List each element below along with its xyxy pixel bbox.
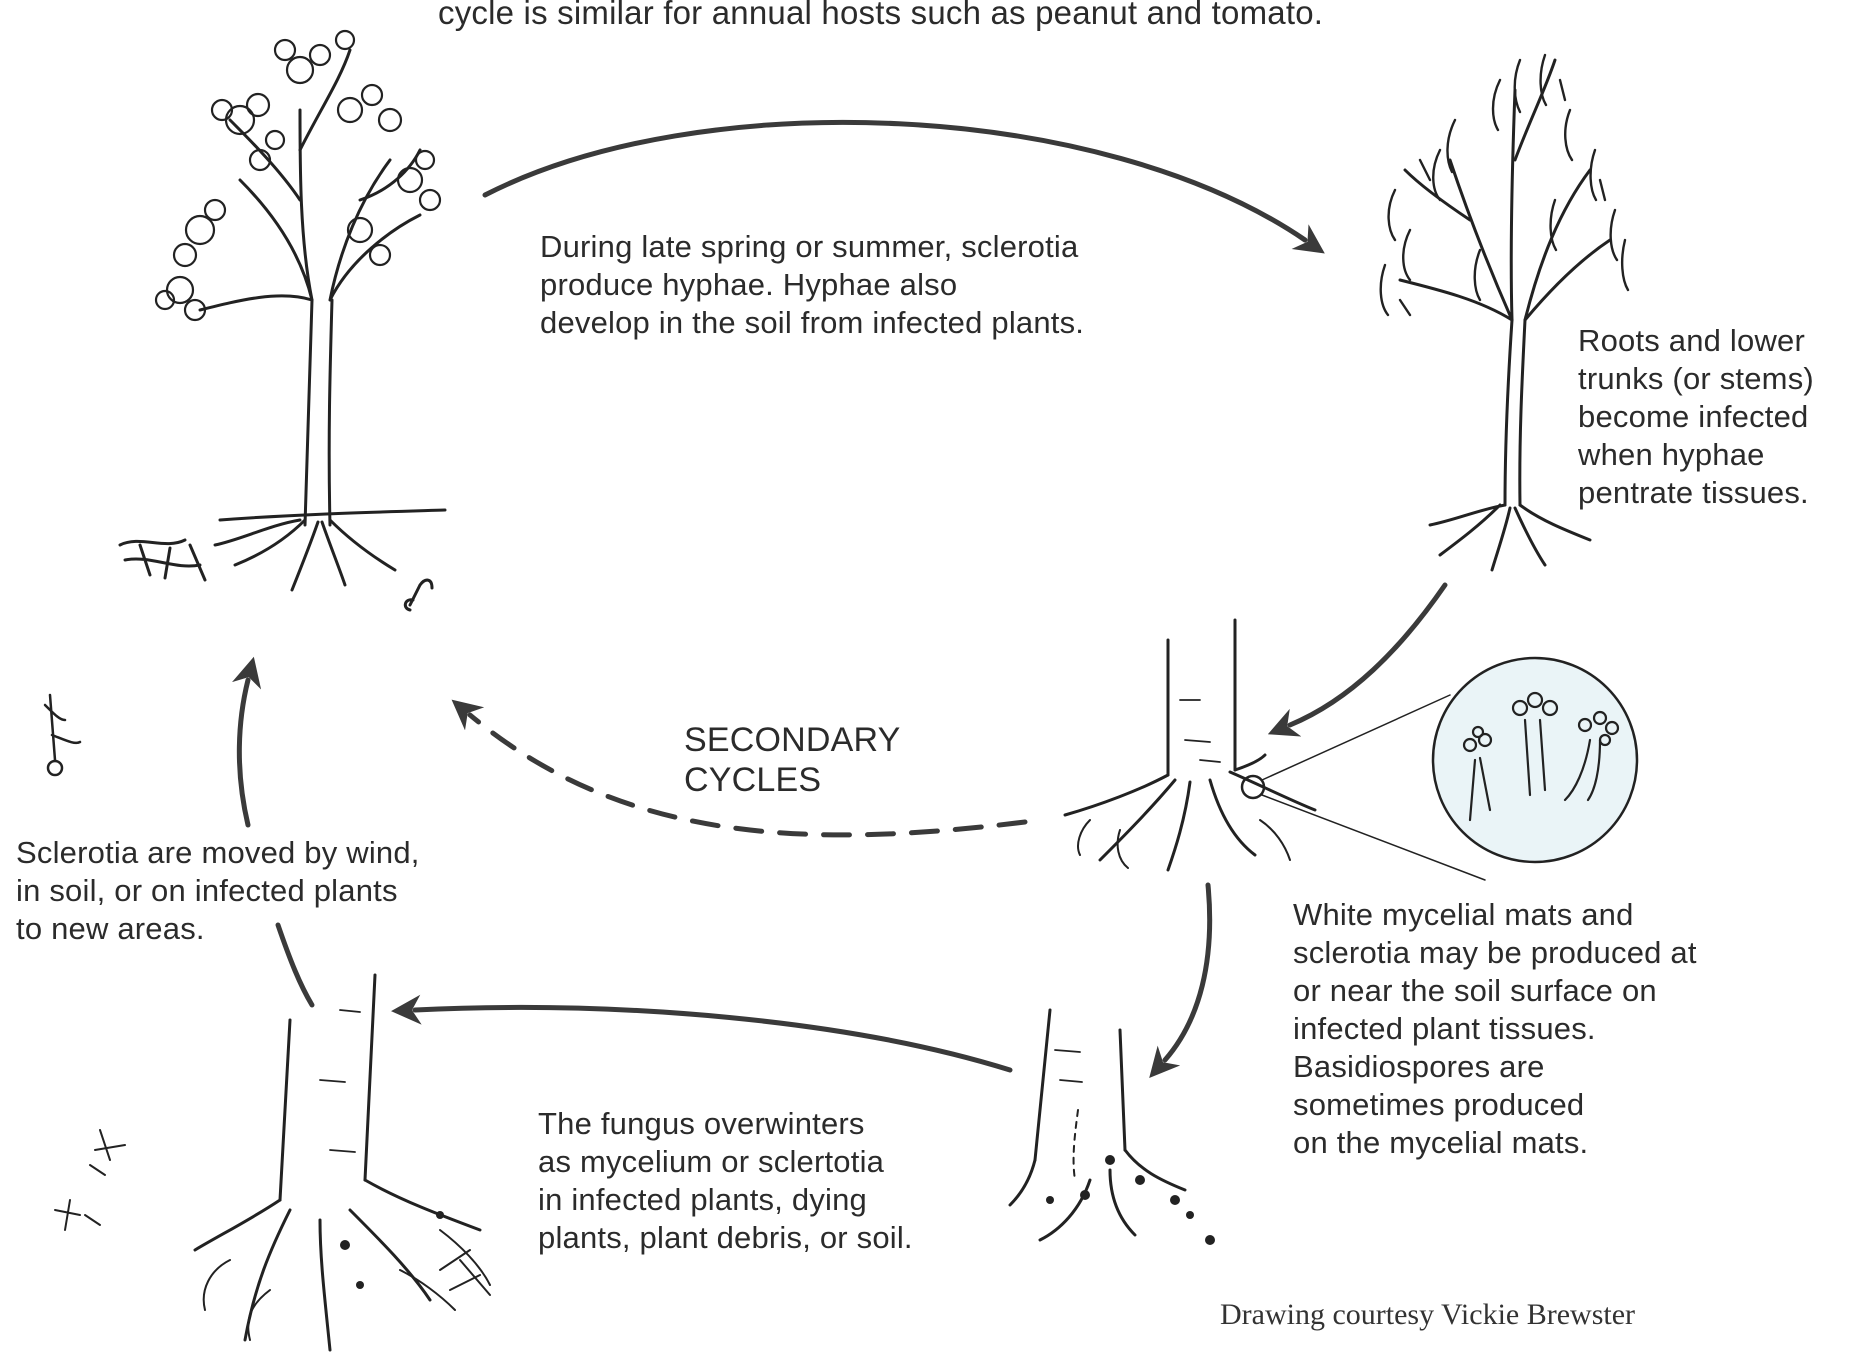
arrow-to-overwinter [415,1008,1010,1071]
stage-line: White mycelial mats and [1293,896,1697,934]
stage-infection-text: Roots and lower trunks (or stems) become… [1578,322,1814,512]
stage-line: pentrate tissues. [1578,474,1814,512]
stage-line: plants, plant debris, or soil. [538,1219,913,1257]
stage-line: During late spring or summer, sclerotia [540,228,1084,266]
stage-line: when hyphae [1578,436,1814,474]
stage-line: become infected [1578,398,1814,436]
sclerotium-sprout-illustration [45,695,80,775]
secondary-cycles-label: SECONDARY CYCLES [684,720,901,800]
stage-line: develop in the soil from infected plants… [540,304,1084,342]
basidiospore-inset [1433,658,1637,862]
arrow-to-stump [1290,585,1445,725]
stage-dispersal-text: Sclerotia are moved by wind, in soil, or… [16,834,420,948]
stage-line: Roots and lower [1578,322,1814,360]
infected-stump-illustration [1065,620,1485,880]
stage-line: as mycelium or sclertotia [538,1143,913,1181]
drawing-credit: Drawing courtesy Vickie Brewster [1220,1298,1635,1332]
stage-line: Sclerotia are moved by wind, [16,834,420,872]
stage-line: infected plant tissues. [1293,1010,1697,1048]
stage-line: to new areas. [16,910,420,948]
stage-line: trunks (or stems) [1578,360,1814,398]
stage-line: The fungus overwinters [538,1105,913,1143]
header-caption: cycle is similar for annual hosts such a… [438,0,1323,32]
arrow-to-infection [485,122,1305,240]
arrow-to-sclerotia [1165,885,1210,1060]
stage-line: Basidiospores are [1293,1048,1697,1086]
arrow-dispersal-upper [239,680,248,825]
stage-line: in infected plants, dying [538,1181,913,1219]
stage-line: or near the soil surface on [1293,972,1697,1010]
stage-mycelial-mats-text: White mycelial mats and sclerotia may be… [1293,896,1697,1162]
stage-overwinter-text: The fungus overwinters as mycelium or sc… [538,1105,913,1257]
stage-line: on the mycelial mats. [1293,1124,1697,1162]
secondary-line: CYCLES [684,760,901,800]
secondary-line: SECONDARY [684,720,901,760]
stage-line: in soil, or on infected plants [16,872,420,910]
stage-line: sometimes produced [1293,1086,1697,1124]
stage-spring-summer-text: During late spring or summer, sclerotia … [540,228,1084,342]
sclerotia-stump-illustration [1010,1010,1215,1245]
healthy-tree-illustration [120,31,445,610]
stage-line: produce hyphae. Hyphae also [540,266,1084,304]
overwinter-stump-illustration [55,975,490,1350]
stage-line: sclerotia may be produced at [1293,934,1697,972]
